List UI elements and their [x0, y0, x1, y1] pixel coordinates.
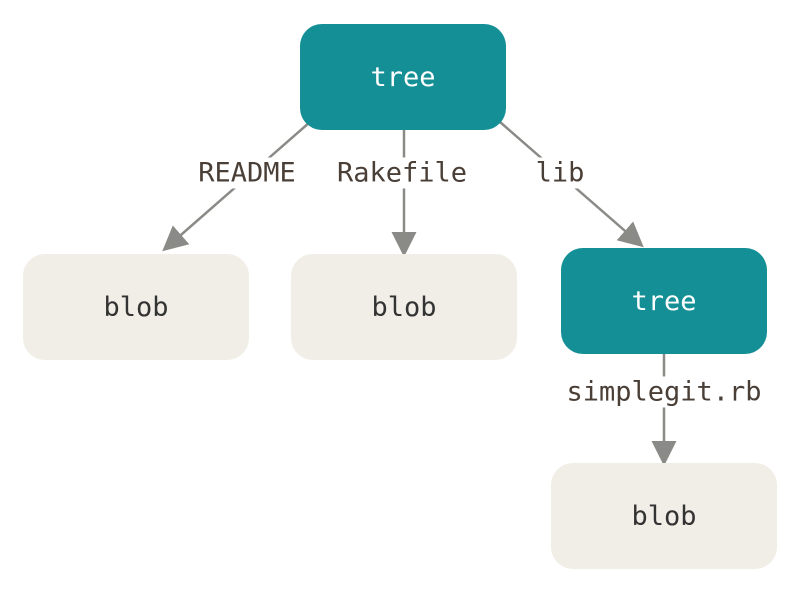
lib-tree-label: tree	[631, 285, 697, 317]
edge-readme-label: README	[194, 157, 300, 189]
blob-simplegit-node: blob	[551, 463, 777, 569]
edge-lib-label: lib	[531, 157, 589, 189]
blob-readme-node: blob	[23, 254, 249, 360]
edge-rakefile-label: Rakefile	[332, 157, 472, 189]
blob-rakefile-label: blob	[371, 291, 437, 323]
lib-tree-node: tree	[561, 248, 767, 354]
root-tree-node: tree	[300, 24, 506, 130]
root-tree-label: tree	[370, 61, 436, 93]
blob-simplegit-label: blob	[631, 500, 697, 532]
edge-simplegit-label: simplegit.rb	[562, 376, 766, 408]
blob-readme-label: blob	[103, 291, 169, 323]
blob-rakefile-node: blob	[291, 254, 517, 360]
